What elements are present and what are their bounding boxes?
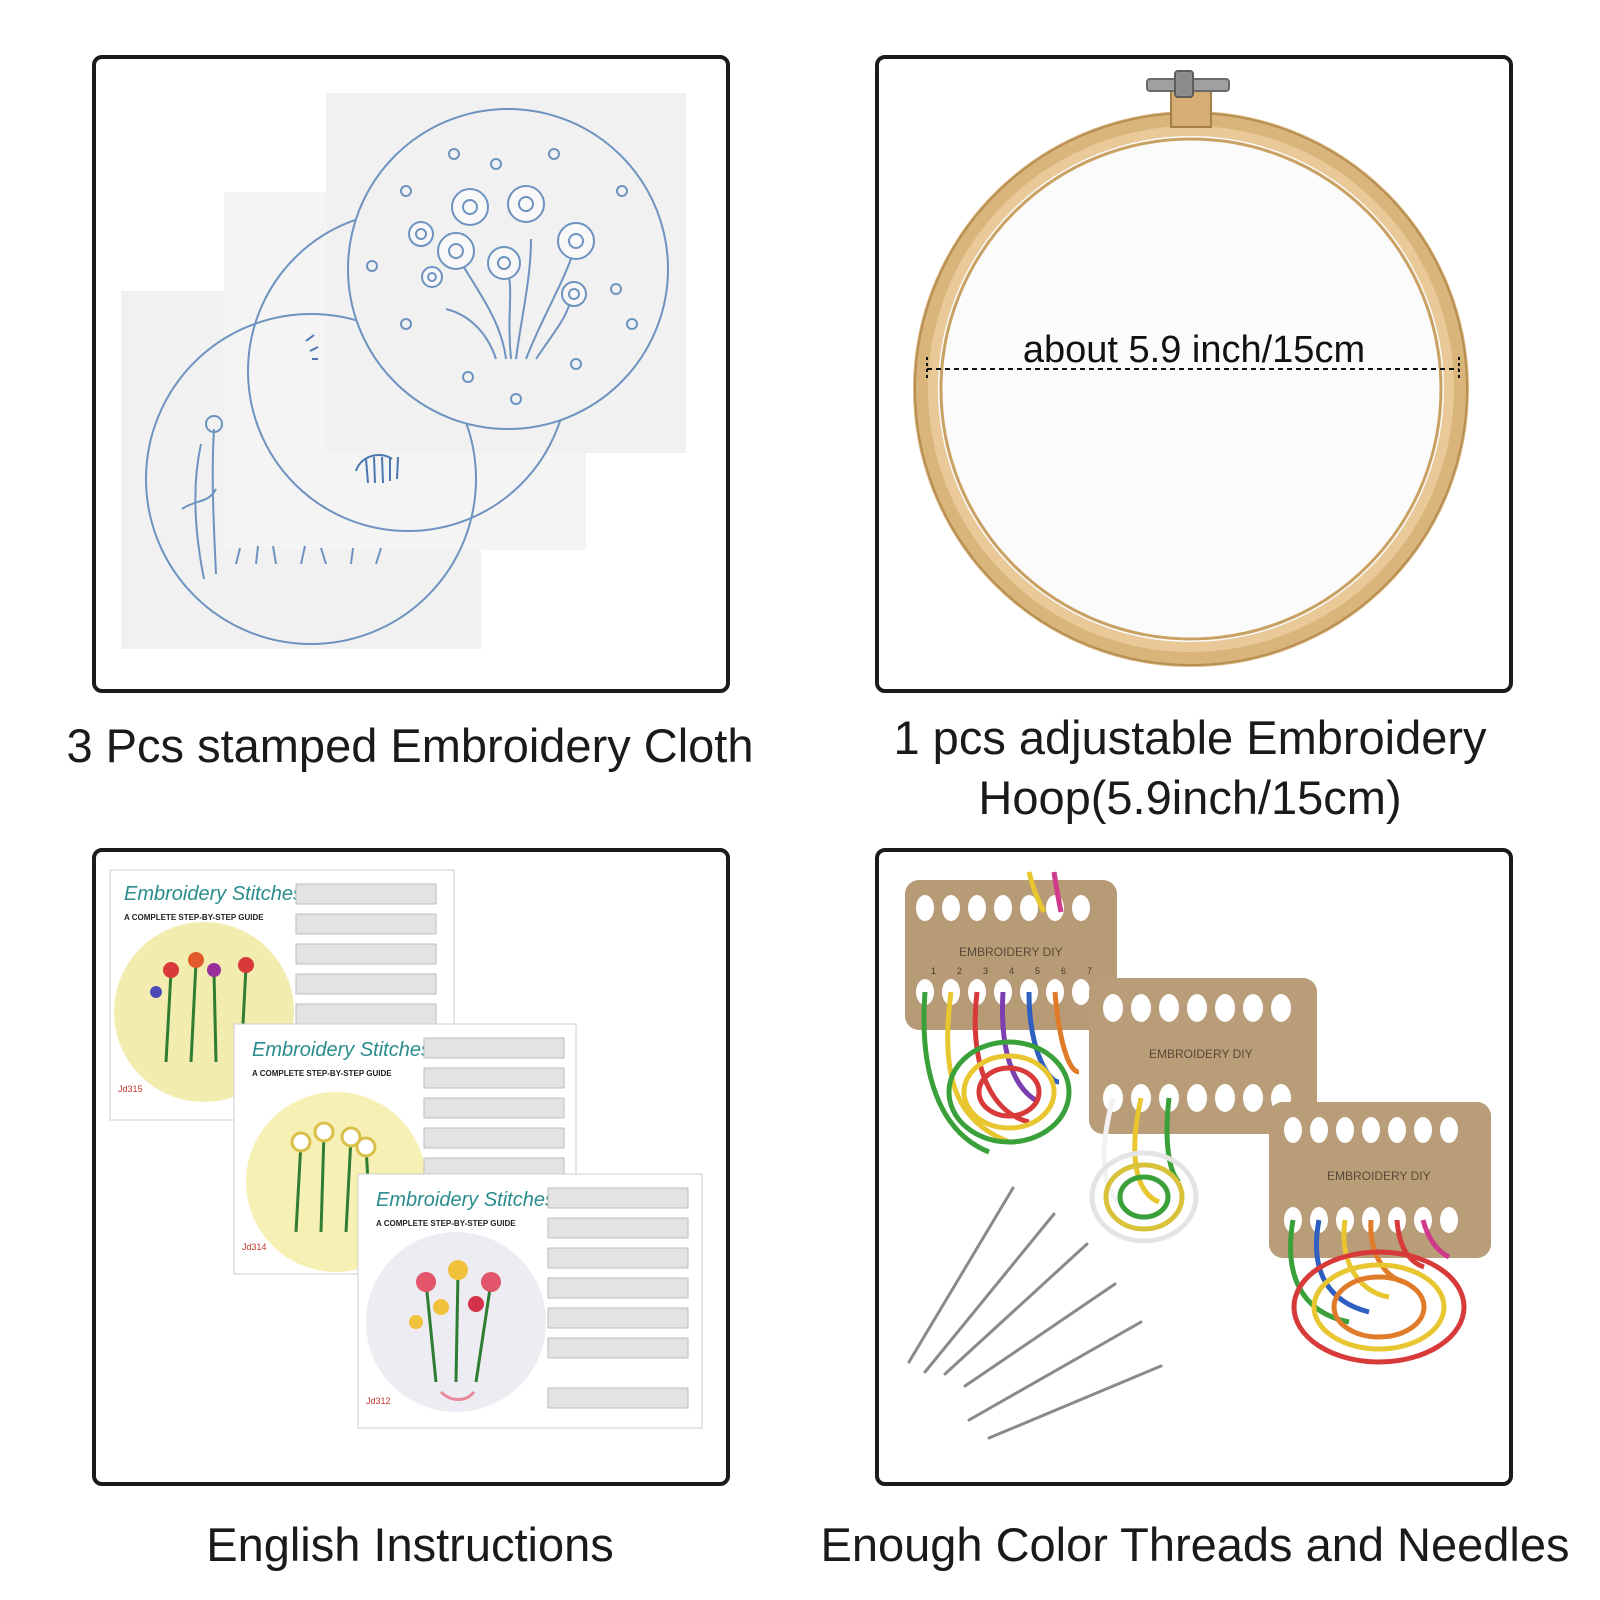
sheet-subtitle-3: A COMPLETE STEP-BY-STEP GUIDE [376,1219,516,1228]
cloth-back [145,313,477,645]
card-number-1-1: 1 [931,966,936,976]
threads-panel: EMBROIDERY DIY 1 2 3 4 5 6 7 [875,848,1513,1486]
cloth-panel [92,55,730,693]
instructions-panel: Embroidery Stitches A COMPLETE STEP-BY-S… [92,848,730,1486]
card-label-2: EMBROIDERY DIY [1149,1047,1253,1061]
sheet-title-2: Embroidery Stitches [252,1039,431,1061]
sheet-subtitle-1: A COMPLETE STEP-BY-STEP GUIDE [124,913,264,922]
sheet-code-2: Jd314 [242,1242,267,1252]
instruction-sheet-3: Embroidery Stitches A COMPLETE STEP-BY-S… [357,1173,703,1429]
hoop-caption: 1 pcs adjustable Embroidery Hoop(5.9inch… [840,708,1540,828]
card-number-1-3: 3 [983,966,988,976]
cloth-front [347,108,669,430]
instructions-caption: English Instructions [206,1518,614,1571]
card-number-1-5: 5 [1035,966,1040,976]
embroidery-hoop-image [913,70,1469,667]
threads-and-needles-image: EMBROIDERY DIY 1 2 3 4 5 6 7 [905,871,1491,1440]
sheet-code-3: Jd312 [366,1396,391,1406]
sheet-code-1: Jd315 [118,1084,143,1094]
card-number-1-4: 4 [1009,966,1014,976]
sheet-title-1: Embroidery Stitches [124,883,303,905]
thread-bundle-2 [1089,1097,1199,1244]
sheet-subtitle-2: A COMPLETE STEP-BY-STEP GUIDE [252,1069,392,1078]
stamped-cloth-image [121,93,686,649]
floss-card-1: EMBROIDERY DIY 1 2 3 4 5 6 7 [905,880,1117,1030]
hoop-caption-line-1: 1 pcs adjustable Embroidery [893,711,1487,764]
card-label-3: EMBROIDERY DIY [1327,1169,1431,1183]
card-number-1-7: 7 [1087,966,1092,976]
card-number-1-2: 2 [957,966,962,976]
thread-bundle-3 [1288,1219,1467,1365]
instruction-sheets-image: Embroidery Stitches A COMPLETE STEP-BY-S… [109,869,703,1429]
hoop-caption-line-2: Hoop(5.9inch/15cm) [978,771,1402,824]
card-number-1-6: 6 [1061,966,1066,976]
hoop-panel: about 5.9 inch/15cm [875,55,1513,693]
needles [907,1186,1163,1440]
threads-caption: Enough Color Threads and Needles [820,1518,1570,1571]
thread-bundle-1 [921,871,1080,1155]
floss-card-3: EMBROIDERY DIY [1269,1102,1491,1258]
hoop-size-label: about 5.9 inch/15cm [1022,329,1366,371]
sheet-title-3: Embroidery Stitches [376,1189,555,1211]
card-label-1: EMBROIDERY DIY [959,945,1063,959]
cloth-caption: 3 Pcs stamped Embroidery Cloth [66,719,754,772]
